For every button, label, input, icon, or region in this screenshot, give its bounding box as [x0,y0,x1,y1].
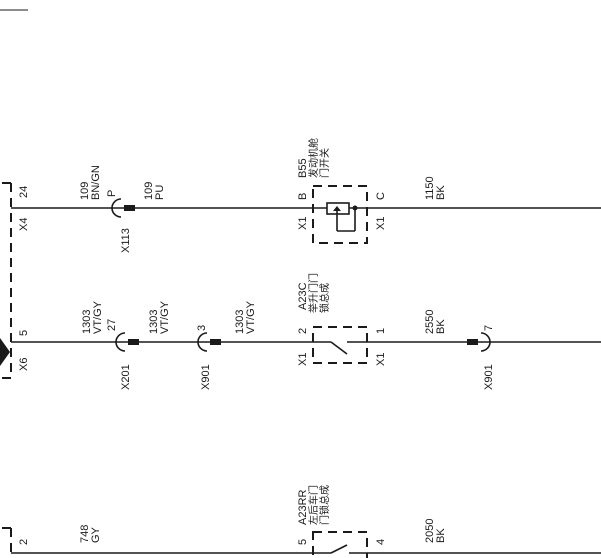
component-desc: 锁总成 [318,283,331,313]
wire-color: VT/GY [92,300,104,334]
inline-connector-x201 [115,332,139,352]
component-pin: C [375,192,387,200]
component-desc: 举升门门 [307,273,320,313]
wire-color: VT/GY [245,300,257,334]
connector-x113-label: X113 [120,228,132,253]
wire-code: 1303 [81,310,93,334]
connector-x4-label: X4 [18,218,30,231]
inline-connector-x113 [111,198,135,218]
connector-x901-label: X901 [483,364,495,390]
connector-x901-label: X901 [200,364,212,390]
component-ref: A23C [297,282,309,310]
component-desc: 门锁总成 [318,485,331,525]
wire-color: BK [435,319,447,334]
component-connector: X1 [297,217,309,230]
component-desc: 左后车门 [307,485,320,525]
connector-x113-pin: P [106,190,118,197]
wire-color: BN/GN [90,165,102,200]
connector-x901-pin: 3 [196,325,208,331]
wire-code: 1150 [424,176,436,200]
wire-code: 748 [79,525,91,543]
wire-color: PU [154,185,166,200]
wire-code: 2550 [424,310,436,334]
component-pin: 2 [297,328,309,334]
component-a23c [312,326,368,364]
component-pin: 4 [375,539,387,545]
arrow-marker-icon [0,338,10,366]
component-a23rr [312,531,368,558]
component-pin: 5 [297,539,309,545]
connector-x901-pin: 7 [483,325,495,331]
wire-code: 109 [143,182,155,200]
component-pin: 1 [375,328,387,334]
component-ref: A23RR [297,489,309,525]
harness-connector-outline [2,182,12,558]
connector-x201-pin: 27 [106,319,118,331]
wire-color: BK [435,528,447,543]
connector-x6-pin: 5 [18,330,30,336]
wire-code: 2050 [424,519,436,543]
component-connector: X1 [297,353,309,366]
connector-x201-label: X201 [120,364,132,390]
wire-code: 109 [79,182,91,200]
inline-connector-x901-b [467,332,491,352]
component-connector: X1 [375,353,387,366]
component-pin: B [297,193,309,200]
inline-connector-x901-a [197,332,221,352]
connector-x4-pin: 24 [18,186,30,198]
wire-code: 1303 [234,310,246,334]
component-ref: B55 [297,158,309,178]
connector-bottom-pin: 2 [18,539,30,545]
wire-color: BK [435,185,447,200]
wire-code: 1303 [148,310,160,334]
component-connector: X1 [375,217,387,230]
component-desc: 门开关 [318,148,331,178]
connector-x6-label: X6 [18,358,30,371]
component-b55 [312,185,368,244]
component-desc: 发动机舱 [307,138,320,178]
wire-color: VT/GY [159,300,171,334]
wire-color: GY [90,526,102,543]
